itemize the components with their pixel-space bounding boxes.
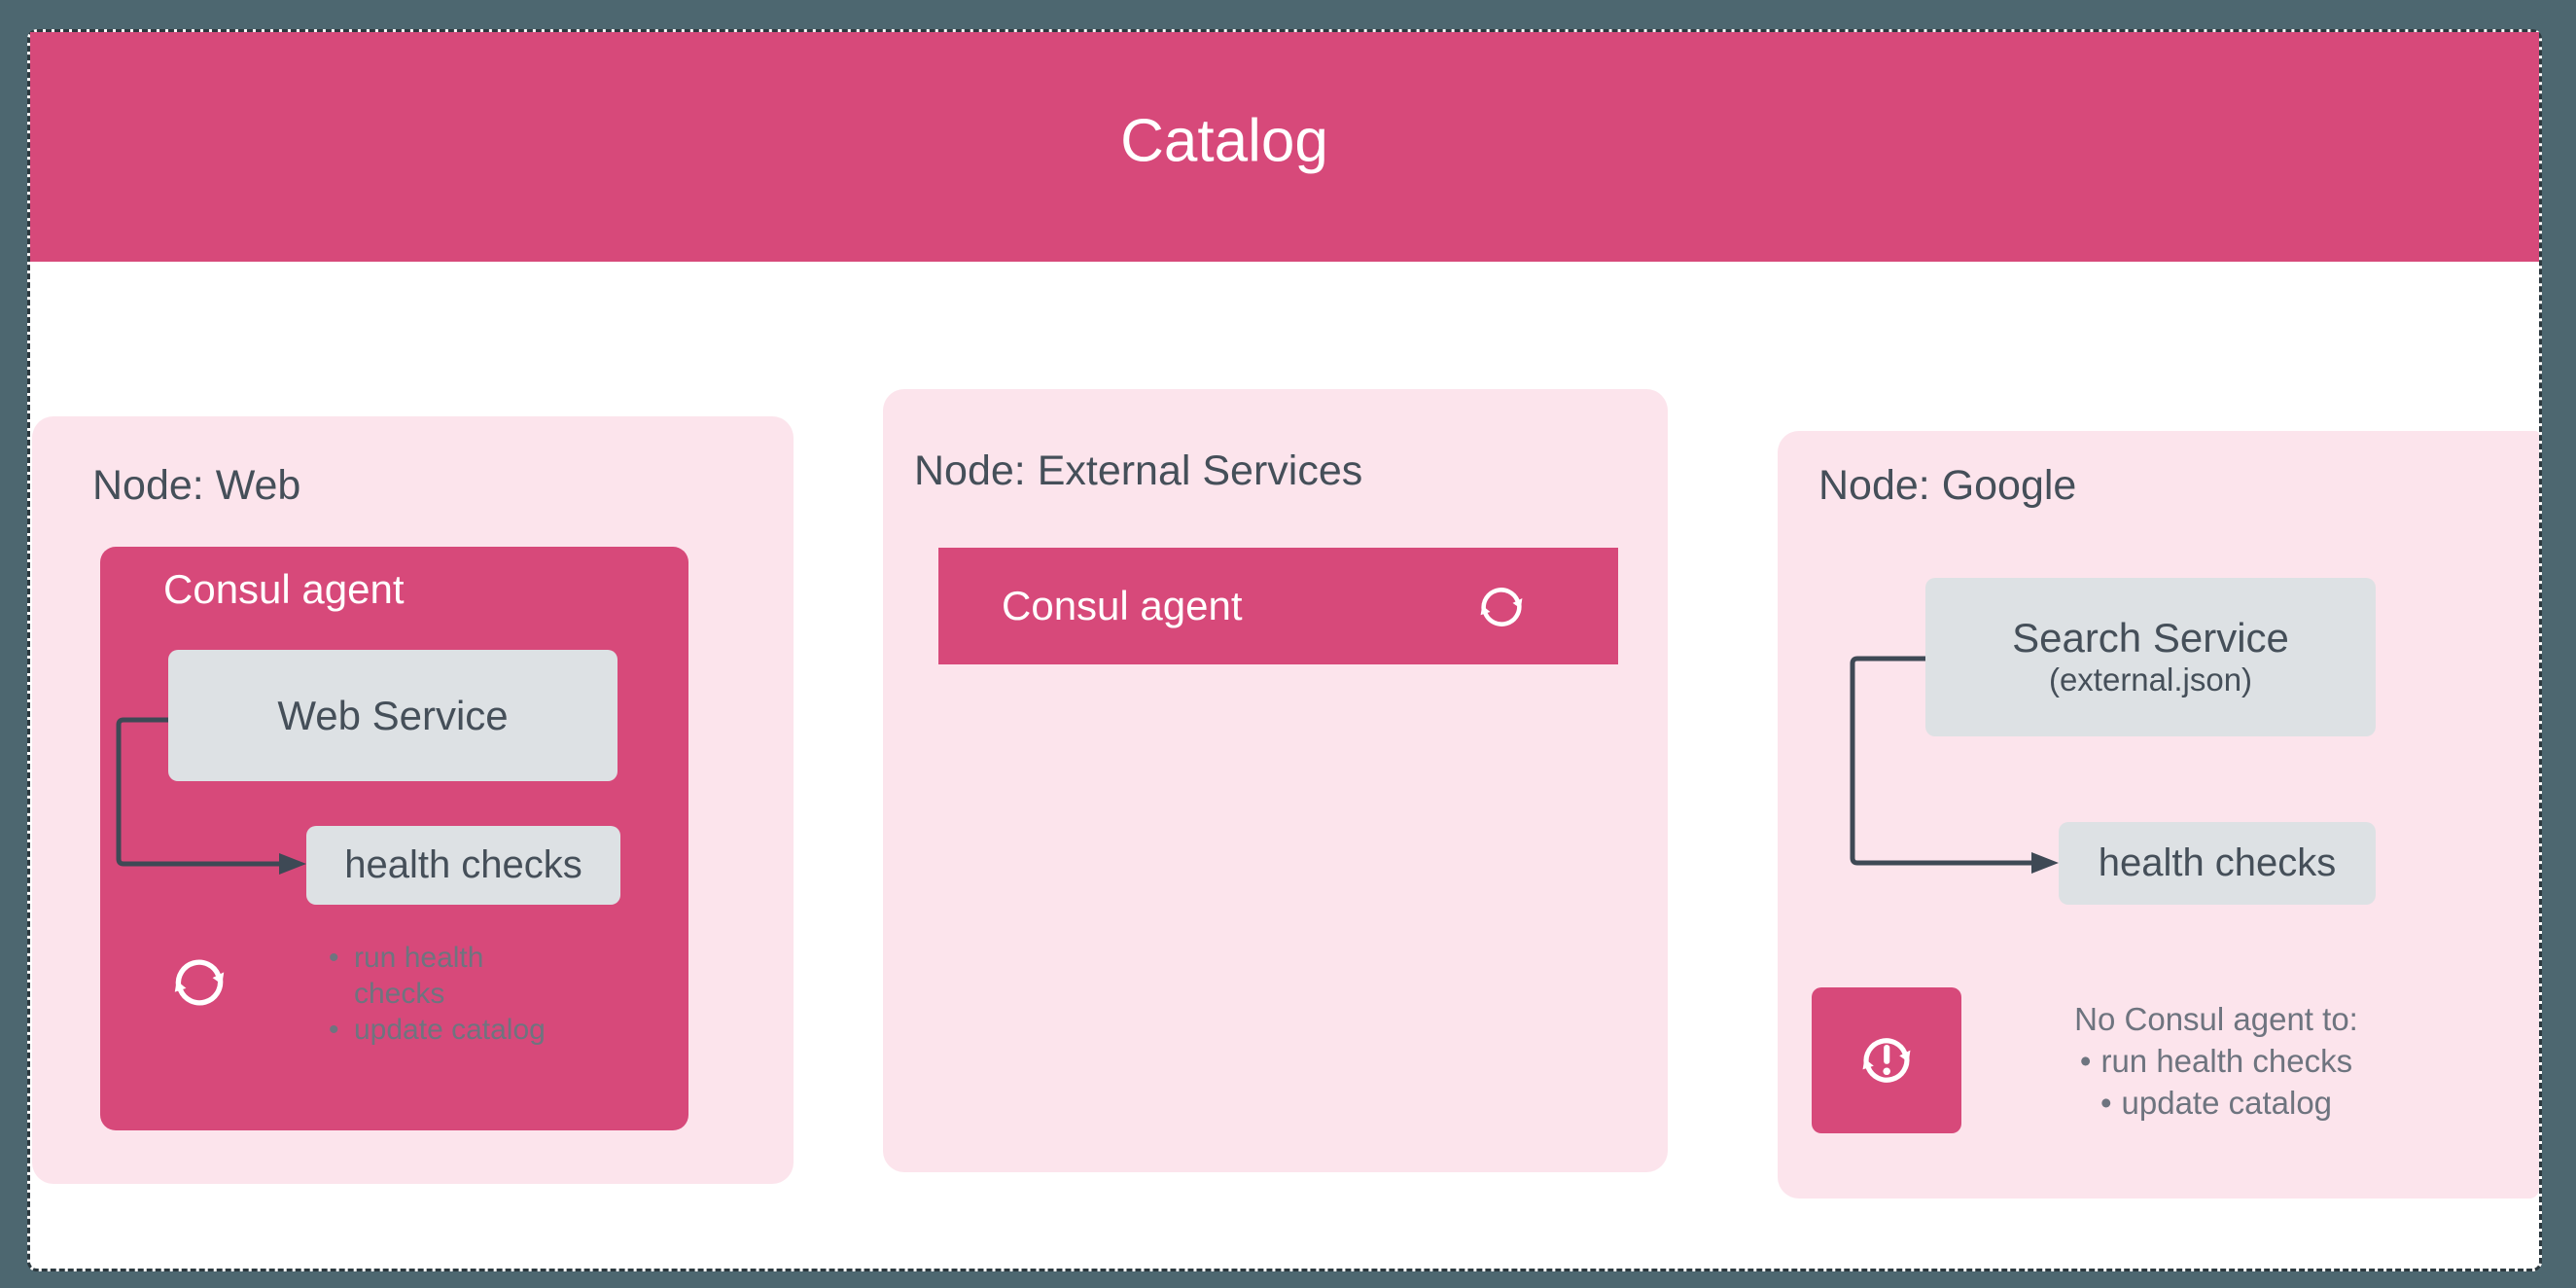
diagram-canvas: Catalog Node: Web Consul agent Web Servi… [27,29,2542,1271]
search-service-label: Search Service [2012,614,2289,661]
sync-problem-icon [1862,1038,1911,1083]
list-item: •run health checks [2079,1043,2353,1079]
external-consul-agent-label: Consul agent [1002,583,1243,628]
node-web-label: Node: Web [92,462,301,509]
bullet-glyph: • [329,942,339,974]
no-agent-note-heading: No Consul agent to: [2074,1001,2358,1037]
node-google-label: Node: Google [1818,462,2077,509]
node-external-services-panel: Node: External Services Consul agent [883,389,1668,1172]
web-consul-agent-box: Consul agent Web Service health checks • [100,547,688,1130]
web-health-checks-label: health checks [344,843,582,886]
catalog-title: Catalog [1120,107,1328,175]
web-health-checks-box: health checks [306,826,620,905]
agent-task-list: • run health checks • update catalog [329,940,566,1048]
bullet-glyph: • [2079,1043,2092,1079]
sync-icon [1480,588,1523,626]
sync-problem-badge [1812,987,1961,1133]
catalog-header: Catalog [30,32,2539,262]
web-service-box: Web Service [168,650,618,781]
google-health-checks-box: health checks [2059,822,2376,905]
search-service-box: Search Service (external.json) [1925,578,2376,736]
google-health-checks-label: health checks [2098,841,2337,884]
list-item: •update catalog [2100,1085,2333,1121]
node-google-panel: Node: Google Search Service (external.js… [1778,431,2539,1199]
search-service-subtitle: (external.json) [2048,661,2253,698]
web-service-label: Web Service [277,692,509,738]
external-consul-agent-bar: Consul agent [938,548,1618,664]
web-consul-agent-label: Consul agent [163,566,405,612]
sync-icon [174,959,225,1006]
no-agent-note: No Consul agent to: •run health checks •… [2022,998,2411,1124]
list-item: • run health checks [329,942,484,1010]
node-external-services-label: Node: External Services [914,447,1363,494]
node-web-panel: Node: Web Consul agent Web Service healt… [32,416,794,1184]
bullet-glyph: • [329,1014,339,1046]
bullet-glyph: • [2100,1085,2112,1121]
list-item: • update catalog [329,1014,546,1046]
